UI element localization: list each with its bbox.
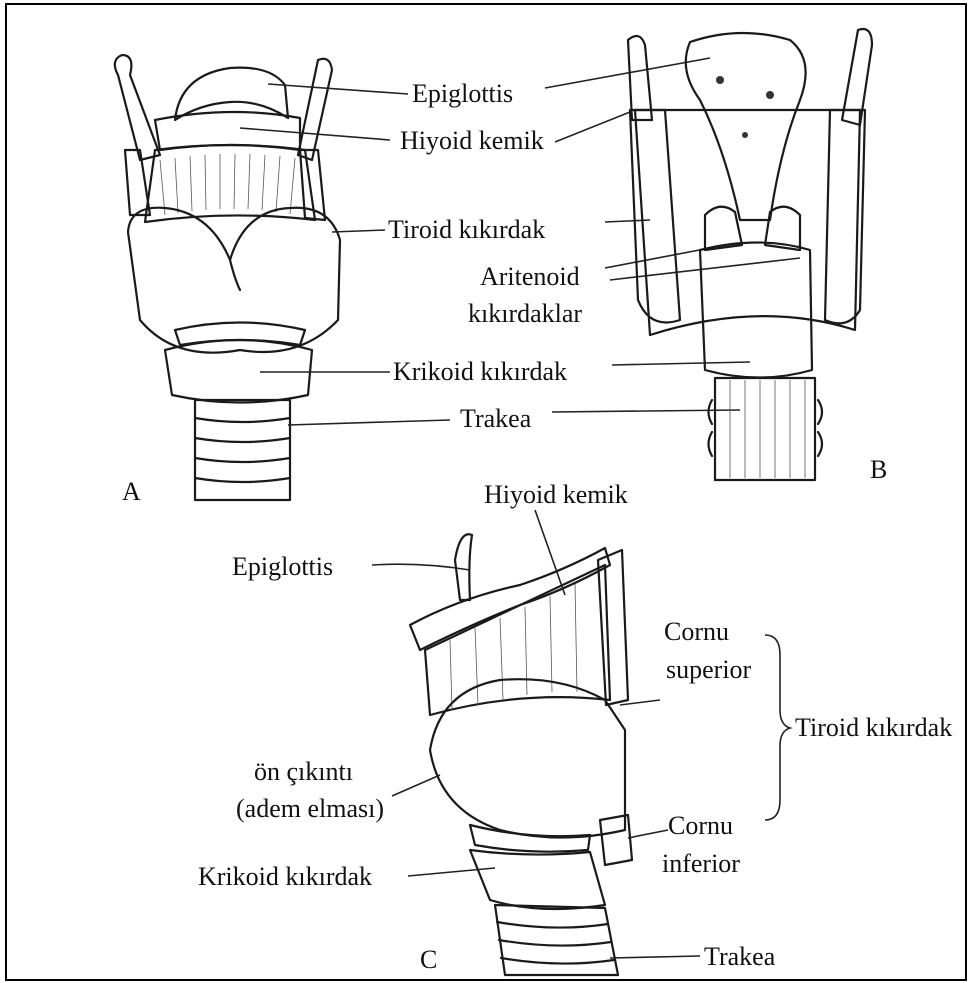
label-aritenoid: Aritenoid (480, 262, 580, 291)
label-cornu-inferior-2: inferior (662, 849, 740, 878)
label-adem-elmasi: (adem elması) (236, 794, 384, 823)
label-cornu-inferior-1: Cornu (668, 811, 733, 840)
label-tiroid-kikirdak-c: Tiroid kıkırdak (795, 713, 952, 742)
label-trakea-c: Trakea (704, 942, 776, 971)
label-tiroid-kikirdak-a: Tiroid kıkırdak (388, 215, 545, 244)
label-hiyoid-kemik-a: Hiyoid kemik (400, 126, 544, 155)
view-letter-a: A (122, 477, 141, 506)
label-on-cikinti: ön çıkıntı (254, 757, 353, 786)
label-hiyoid-kemik-c: Hiyoid kemik (484, 480, 628, 509)
label-cornu-superior-1: Cornu (664, 617, 729, 646)
label-krikoid-kikirdak-a: Krikoid kıkırdak (393, 357, 567, 386)
label-cornu-superior-2: superior (666, 655, 752, 684)
view-letter-c: C (420, 945, 437, 974)
label-epiglottis-a: Epiglottis (412, 79, 513, 108)
label-kikirdaklar: kıkırdaklar (468, 299, 582, 328)
label-epiglottis-c: Epiglottis (232, 552, 333, 581)
label-trakea-a: Trakea (460, 404, 532, 433)
view-letter-b: B (870, 455, 887, 484)
label-krikoid-kikirdak-c: Krikoid kıkırdak (198, 862, 372, 891)
